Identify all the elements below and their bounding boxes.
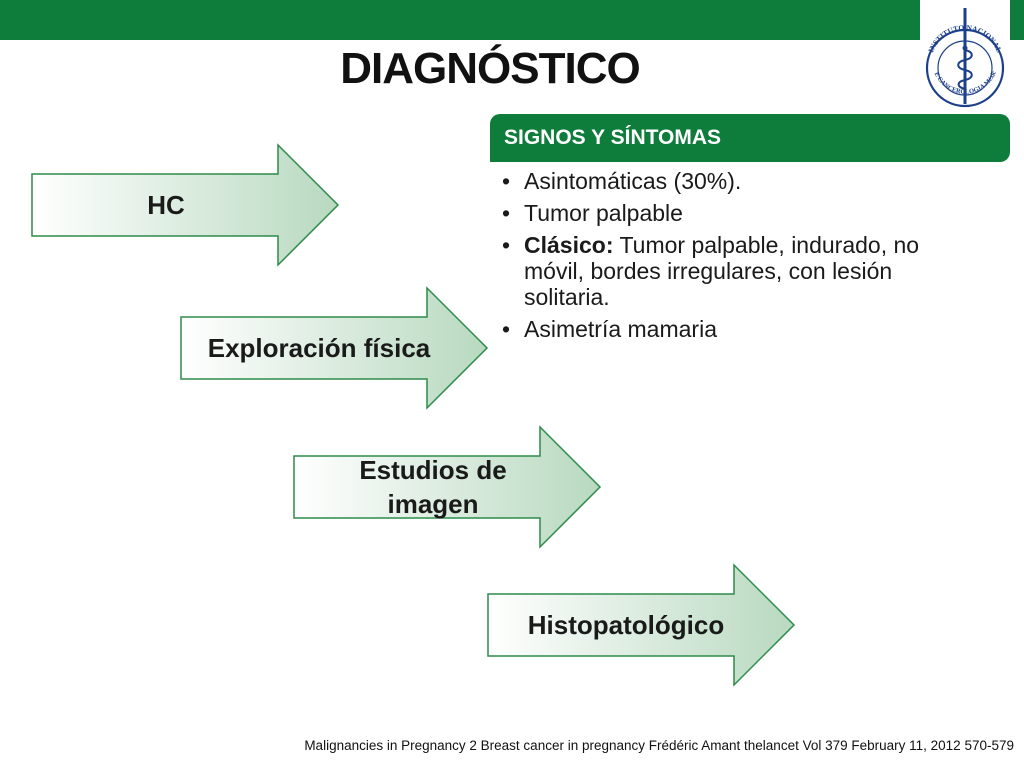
citation-footer: Malignancies in Pregnancy 2 Breast cance…: [304, 738, 1014, 753]
arrow-shape: [293, 425, 602, 549]
arrow-shape: [31, 143, 340, 267]
symptoms-list: Asintomáticas (30%). Tumor palpable Clás…: [500, 168, 980, 348]
arrow-shape: [487, 563, 796, 687]
symptom-text: Tumor palpable: [524, 200, 683, 226]
arrow-label-histopatologico: Histopatológico: [527, 610, 725, 640]
page-title: DIAGNÓSTICO: [340, 44, 640, 93]
symptom-text: Asintomáticas (30%).: [524, 168, 742, 194]
symptom-item: Tumor palpable: [500, 200, 980, 226]
symptom-item: Asintomáticas (30%).: [500, 168, 980, 194]
top-green-bar: [0, 0, 920, 40]
arrow-label-hc: HC: [147, 190, 185, 220]
symptom-item: Asimetría mamaria: [500, 316, 980, 342]
signos-sintomas-header: SIGNOS Y SÍNTOMAS: [490, 114, 1010, 162]
symptom-text: Asimetría mamaria: [524, 316, 717, 342]
arrow-shape: [180, 286, 489, 410]
institute-seal-icon: INSTITUTO NACIONAL DE CANCEROLOGIA Méxic…: [922, 6, 1005, 108]
symptom-item: Clásico: Tumor palpable, indurado, no mó…: [500, 232, 980, 310]
arrow-label-estudios-imagen: Estudios de imagen: [359, 455, 507, 519]
arrow-label-exploracion-fisica: Exploración física: [207, 333, 431, 363]
symptom-text: Tumor palpable, indurado, no móvil, bord…: [524, 232, 920, 310]
top-green-bar-right: [1010, 0, 1024, 40]
symptom-bold: Clásico:: [524, 232, 614, 258]
